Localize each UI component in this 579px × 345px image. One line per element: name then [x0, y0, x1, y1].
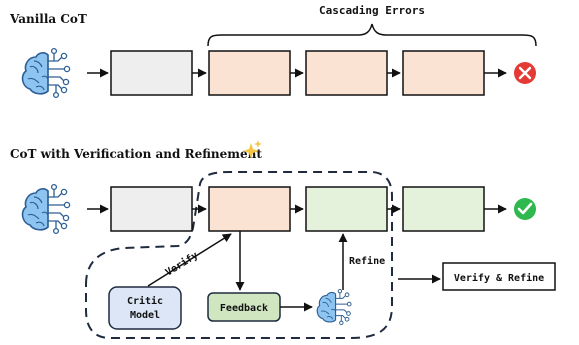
brain-icon: [316, 288, 352, 326]
sparkle-icon: [243, 140, 262, 159]
critic-model-box: [108, 286, 182, 330]
step-box-gray: [110, 186, 193, 232]
legend-label: Verify & Refine: [454, 272, 544, 284]
step-box-error: [305, 50, 388, 96]
verification-cot-title: CoT with Verification and Refinement: [10, 147, 262, 161]
verify-arrow: [147, 233, 232, 287]
cascading-errors-brace: [207, 23, 537, 47]
legend-box: [442, 262, 556, 291]
critic-label-line1: Critic: [127, 295, 163, 307]
critic-label-line2: Model: [130, 310, 160, 321]
check-icon: [514, 198, 536, 220]
step-box-error: [208, 186, 291, 232]
cascading-errors-label: Cascading Errors: [319, 4, 425, 17]
step-box-refined: [305, 186, 388, 232]
cross-icon: [514, 62, 536, 84]
brain-icon: [21, 183, 71, 235]
step-box-error: [208, 50, 291, 96]
vanilla-cot-title: Vanilla CoT: [9, 12, 87, 26]
verify-label: Verify: [163, 249, 200, 278]
refine-label: Refine: [349, 255, 385, 267]
verification-region: [85, 171, 393, 339]
step-box-refined: [402, 186, 485, 232]
brain-icon: [21, 47, 71, 99]
step-box-error: [402, 50, 485, 96]
feedback-label: Feedback: [220, 303, 268, 314]
step-box-gray: [110, 50, 193, 96]
